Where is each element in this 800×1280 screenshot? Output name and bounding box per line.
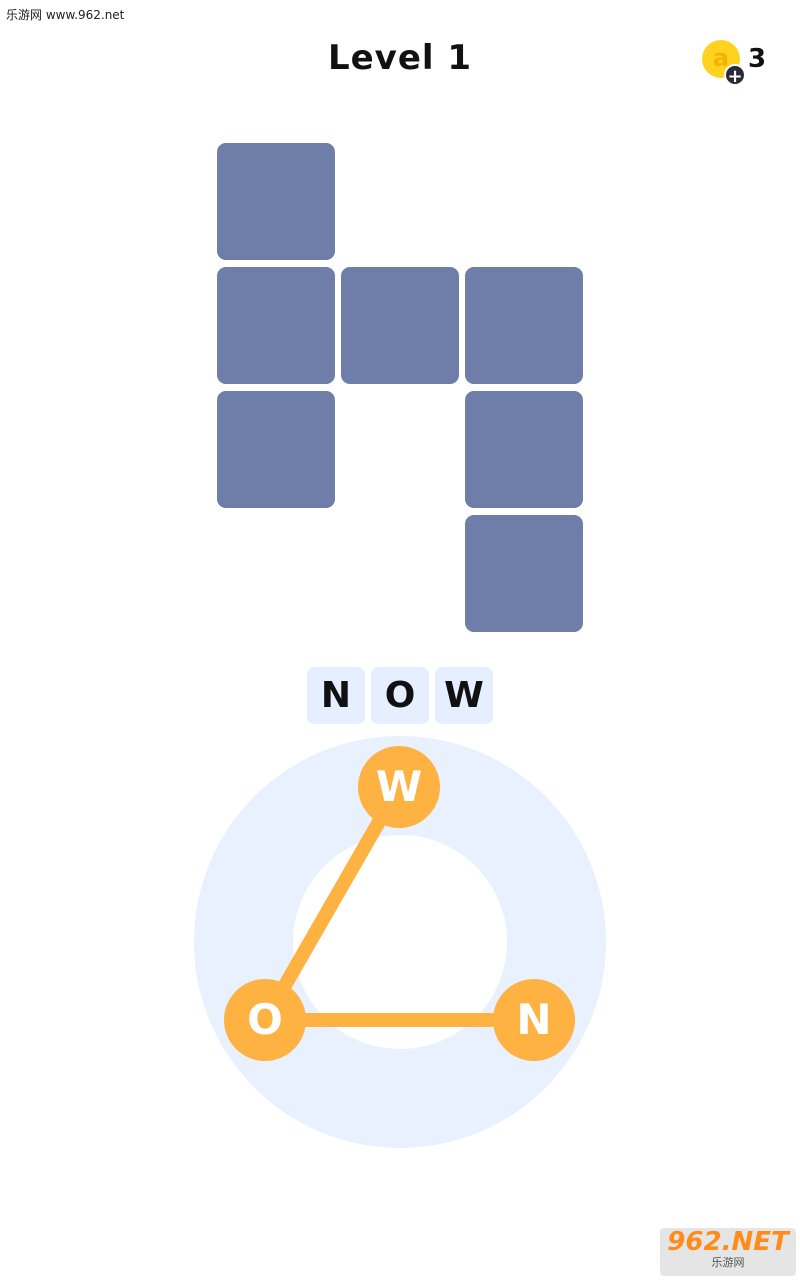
word-letter: W	[435, 667, 493, 724]
letter-n-button[interactable]: N	[493, 979, 575, 1061]
site-logo: 962.NET 乐游网	[660, 1228, 796, 1276]
grid-cell	[465, 267, 583, 384]
level-title: Level 1	[327, 38, 473, 78]
word-letter: N	[307, 667, 365, 724]
grid-cell	[465, 391, 583, 508]
logo-text: 962.NET	[667, 1227, 789, 1257]
coin-counter[interactable]: a + 3	[702, 40, 772, 88]
letter-w-button[interactable]: W	[358, 746, 440, 828]
grid-cell	[341, 267, 459, 384]
grid-cell	[217, 391, 335, 508]
grid-cell	[465, 515, 583, 632]
coin-icon: a	[702, 40, 740, 78]
watermark: 乐游网 www.962.net	[6, 8, 125, 22]
connection-line	[258, 780, 406, 1027]
letter-o-button[interactable]: O	[224, 979, 306, 1061]
word-letter: O	[371, 667, 429, 724]
coin-count: 3	[748, 44, 767, 74]
grid-cell	[217, 267, 335, 384]
grid-cell	[217, 143, 335, 260]
logo-subtext: 乐游网	[711, 1256, 745, 1269]
add-coins-icon[interactable]: +	[724, 64, 746, 87]
